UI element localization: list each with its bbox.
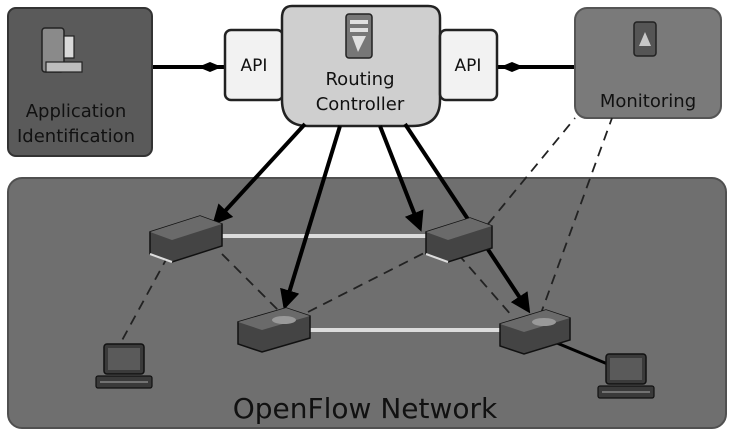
application-icon: [41, 27, 83, 73]
api-left-label: API: [241, 56, 268, 76]
switch-top-right: [425, 217, 493, 263]
routing-controller-label-line2: Controller: [316, 94, 405, 115]
host-computer-right-icon: [597, 353, 655, 399]
api-right-label: API: [455, 56, 482, 76]
switch-top-left: [149, 215, 223, 263]
monitoring-icon: [633, 21, 657, 57]
routing-controller-label-line1: Routing: [325, 69, 394, 90]
api-connectors: [152, 62, 575, 72]
host-computer-left-icon: [95, 343, 153, 389]
monitoring-label: Monitoring: [600, 91, 696, 112]
api-right-box: API: [438, 28, 499, 102]
api-left-box: API: [223, 28, 285, 102]
switch-links: [119, 117, 613, 367]
network-label: OpenFlow Network: [233, 392, 498, 425]
application-identification-label-line2: Identification: [17, 126, 135, 147]
application-identification-label-line1: Application: [26, 101, 127, 122]
routing-controller-box: Routing Controller: [280, 4, 442, 128]
switch-bottom-right: [499, 309, 571, 355]
monitoring-box: Monitoring: [574, 7, 722, 119]
control-arrows: [212, 122, 531, 314]
switch-bottom-center: [237, 307, 311, 353]
application-identification-box: Application Identification: [7, 7, 153, 157]
server-icon: [345, 13, 373, 59]
